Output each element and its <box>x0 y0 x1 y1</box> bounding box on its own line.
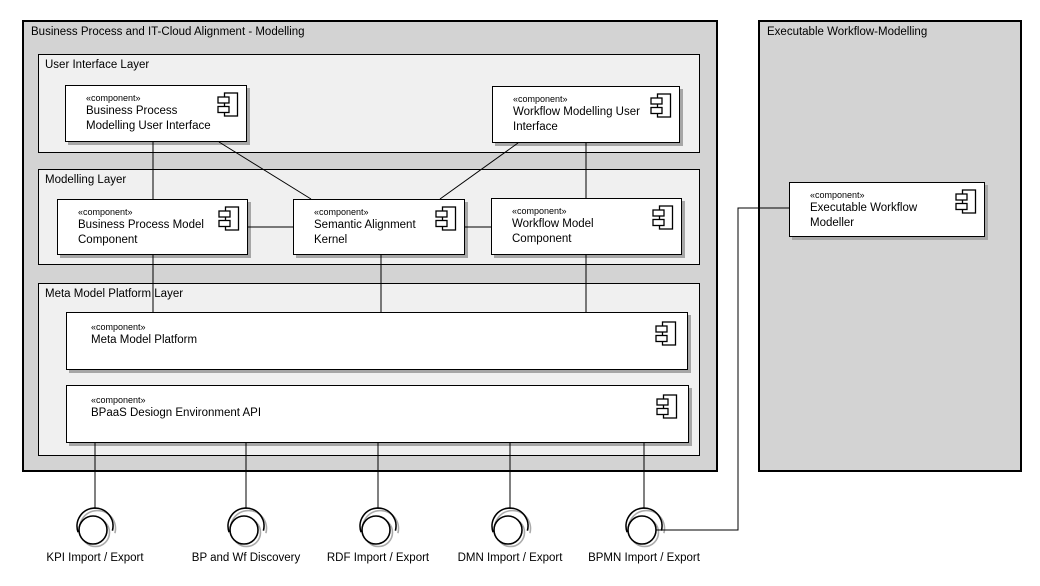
stereotype-label: «component» <box>91 395 146 405</box>
component-name: Meta Model Platform <box>91 334 198 346</box>
stereotype-label: «component» <box>78 207 133 217</box>
layer-title: User Interface Layer <box>45 59 150 71</box>
stereotype-label: «component» <box>314 207 369 217</box>
container-executable-workflow-modelling: Executable Workflow-Modelling <box>758 20 1022 472</box>
container-title: Executable Workflow-Modelling <box>767 26 928 38</box>
interface-label-rdf: RDF Import / Export <box>326 552 430 564</box>
uml-component-icon <box>435 206 457 231</box>
stereotype-label: «component» <box>512 206 567 216</box>
interface-label-bp-wf: BP and Wf Discovery <box>191 552 301 564</box>
component-workflow-modelling-ui: «component» Workflow Modelling User Inte… <box>492 86 680 143</box>
stereotype-label: «component» <box>86 93 141 103</box>
component-name: Business Process Model Component <box>78 219 204 246</box>
component-name: Executable Workflow Modeller <box>810 202 918 229</box>
component-workflow-model: «component» Workflow Model Component <box>491 198 682 255</box>
uml-component-icon <box>217 92 239 117</box>
stereotype-label: «component» <box>810 190 865 200</box>
uml-component-icon <box>955 189 977 214</box>
uml-component-icon <box>655 321 677 346</box>
layer-title: Meta Model Platform Layer <box>45 288 184 300</box>
component-name: Semantic Alignment Kernel <box>314 219 416 246</box>
interface-ball-socket-icon-rdf <box>359 507 400 548</box>
interface-ball-socket-icon-dmn <box>491 507 532 548</box>
uml-component-icon <box>656 394 678 419</box>
interface-ball-socket-icon-kpi <box>76 507 117 548</box>
component-executable-workflow-modeller: «component» Executable Workflow Modeller <box>789 182 985 237</box>
interface-ball-socket-icon-bpmn <box>625 507 666 548</box>
layer-title: Modelling Layer <box>45 174 127 186</box>
component-name: BPaaS Desiogn Environment API <box>91 407 262 419</box>
container-title: Business Process and IT-Cloud Alignment … <box>31 26 305 38</box>
component-business-process-model: «component» Business Process Model Compo… <box>57 199 248 255</box>
component-business-process-modelling-ui: «component» Business Process Modelling U… <box>65 85 247 142</box>
component-name: Workflow Model Component <box>512 218 594 245</box>
stereotype-label: «component» <box>513 94 568 104</box>
interface-label-bpmn: BPMN Import / Export <box>588 552 700 564</box>
uml-component-icon <box>650 93 672 118</box>
interface-label-dmn: DMN Import / Export <box>457 552 563 564</box>
component-name: Business Process Modelling User Interfac… <box>86 105 211 132</box>
component-semantic-alignment-kernel: «component» Semantic Alignment Kernel <box>293 199 465 255</box>
component-meta-model-platform: «component» Meta Model Platform <box>66 312 688 370</box>
component-name: Workflow Modelling User Interface <box>513 106 640 133</box>
interface-label-kpi: KPI Import / Export <box>46 552 144 564</box>
stereotype-label: «component» <box>91 322 146 332</box>
uml-component-icon <box>652 205 674 230</box>
uml-component-icon <box>218 206 240 231</box>
interface-ball-socket-icon-bp-wf <box>227 507 268 548</box>
component-bpaas-design-environment-api: «component» BPaaS Desiogn Environment AP… <box>66 385 689 443</box>
